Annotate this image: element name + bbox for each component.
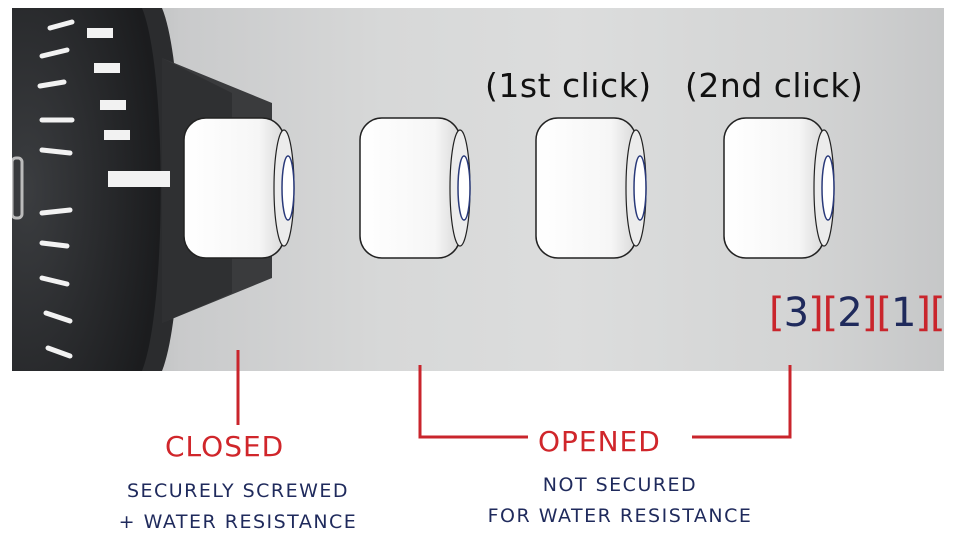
crown-closed bbox=[183, 117, 295, 259]
closed-description: SECURELY SCREWED + WATER RESISTANCE bbox=[78, 476, 398, 538]
first-click-label: (1st click) bbox=[485, 66, 652, 105]
crown-position-numbers: [3][2][1][0] bbox=[769, 290, 944, 336]
crown-position-1 bbox=[535, 117, 647, 259]
opened-line-1: NOT SECURED bbox=[542, 474, 698, 496]
opened-line-2: FOR WATER RESISTANCE bbox=[487, 505, 753, 527]
closed-title: CLOSED bbox=[165, 430, 285, 463]
bezel-markers bbox=[87, 28, 170, 187]
position-3: 3 bbox=[783, 290, 809, 336]
photo-illustration bbox=[12, 8, 835, 371]
watch-crown-photo: (1st click) (2nd click) [3][2][1][0] bbox=[12, 8, 944, 371]
opened-connector-right bbox=[692, 365, 792, 439]
opened-connector-left bbox=[418, 365, 528, 439]
dial-indices bbox=[37, 19, 75, 359]
closed-line-2: + WATER RESISTANCE bbox=[118, 511, 358, 533]
opened-description: NOT SECURED FOR WATER RESISTANCE bbox=[440, 470, 800, 532]
second-click-label: (2nd click) bbox=[685, 66, 864, 105]
closed-line-1: SECURELY SCREWED bbox=[126, 480, 350, 502]
opened-title: OPENED bbox=[538, 425, 661, 458]
crown-position-2 bbox=[359, 117, 471, 259]
crown-position-0 bbox=[723, 117, 835, 259]
position-1: 1 bbox=[890, 290, 916, 336]
position-2: 2 bbox=[837, 290, 862, 336]
